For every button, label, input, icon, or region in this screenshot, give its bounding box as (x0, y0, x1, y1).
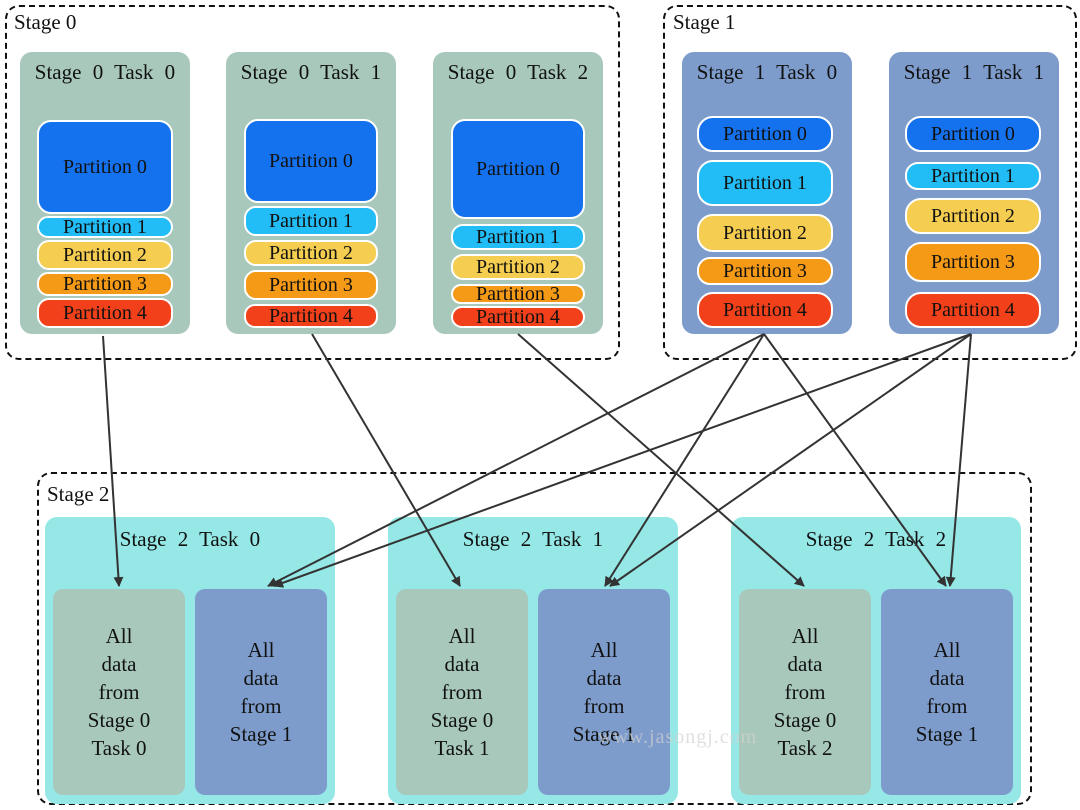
stage-0-data-box: All data from Stage 0 Task 1 (396, 589, 528, 795)
stage-2-label: Stage 2 (47, 482, 110, 506)
partition-3: Partition 3 (697, 257, 833, 285)
text-line: Task 0 (91, 736, 147, 760)
partition-2: Partition 2 (451, 254, 585, 280)
text-line: Stage 1 (229, 722, 293, 746)
partition-3: Partition 3 (905, 242, 1041, 282)
stage-0-task-2: Stage 0 Task 2 Partition 0 Partition 1 P… (433, 52, 603, 334)
partition-1: Partition 1 (451, 224, 585, 250)
stage-2-task-0: Stage 2 Task 0 All data from Stage 0 Tas… (45, 517, 335, 804)
text-line: from (441, 680, 483, 704)
text-line: All (105, 624, 133, 648)
text-line: data (444, 652, 480, 676)
text-line: All (590, 638, 618, 662)
task-title: Stage 2 Task 0 (119, 527, 261, 551)
stage-1-task-0: Stage 1 Task 0 Partition 0 Partition 1 P… (682, 52, 852, 334)
partition-4: Partition 4 (697, 292, 833, 328)
partition-1: Partition 1 (697, 160, 833, 206)
partition-2: Partition 2 (905, 198, 1041, 234)
stage-1-data-box: All data from Stage 1 (881, 589, 1013, 795)
task-title: Stage 1 Task 1 (903, 60, 1045, 84)
task-title: Stage 0 Task 0 (34, 60, 176, 84)
partition-4: Partition 4 (244, 304, 378, 328)
text-line: from (583, 694, 625, 718)
text-line: All (933, 638, 961, 662)
partition-0: Partition 0 (37, 120, 173, 214)
partition-0: Partition 0 (697, 116, 833, 152)
text-line: Stage 1 (915, 722, 979, 746)
text-line: data (243, 666, 279, 690)
partition-3: Partition 3 (244, 270, 378, 300)
stage-0-data-box: All data from Stage 0 Task 0 (53, 589, 185, 795)
text-line: data (101, 652, 137, 676)
text-line: Task 2 (777, 736, 833, 760)
stage-0-data-box: All data from Stage 0 Task 2 (739, 589, 871, 795)
text-line: Stage 1 (572, 722, 636, 746)
text-line: Stage 0 (430, 708, 494, 732)
stage-1-label: Stage 1 (673, 10, 736, 34)
task-title: Stage 1 Task 0 (696, 60, 838, 84)
task-title: Stage 0 Task 2 (447, 60, 589, 84)
partition-0: Partition 0 (451, 119, 585, 219)
partition-4: Partition 4 (37, 298, 173, 328)
text-line: data (929, 666, 965, 690)
text-line: from (240, 694, 282, 718)
stage-0-task-0: Stage 0 Task 0 Partition 0 Partition 1 P… (20, 52, 190, 334)
text-line: from (926, 694, 968, 718)
text-line: Task 1 (434, 736, 490, 760)
partition-1: Partition 1 (244, 206, 378, 236)
partition-0: Partition 0 (905, 116, 1041, 152)
text-line: data (586, 666, 622, 690)
text-line: from (98, 680, 140, 704)
text-line: from (784, 680, 826, 704)
partition-2: Partition 2 (37, 240, 173, 270)
task-title: Stage 0 Task 1 (240, 60, 382, 84)
stage-2-task-1: Stage 2 Task 1 All data from Stage 0 Tas… (388, 517, 678, 804)
partition-2: Partition 2 (244, 240, 378, 266)
stage-1-data-box: All data from Stage 1 (538, 589, 670, 795)
task-title: Stage 2 Task 2 (805, 527, 947, 551)
partition-2: Partition 2 (697, 214, 833, 252)
stage-1-task-1: Stage 1 Task 1 Partition 0 Partition 1 P… (889, 52, 1059, 334)
stage-1-data-box: All data from Stage 1 (195, 589, 327, 795)
task-title: Stage 2 Task 1 (462, 527, 604, 551)
partition-0: Partition 0 (244, 119, 378, 203)
stage-2-task-2: Stage 2 Task 2 All data from Stage 0 Tas… (731, 517, 1021, 804)
stage-0-task-1: Stage 0 Task 1 Partition 0 Partition 1 P… (226, 52, 396, 334)
text-line: Stage 0 (87, 708, 151, 732)
partition-3: Partition 3 (37, 272, 173, 296)
partition-4: Partition 4 (905, 292, 1041, 328)
watermark: www.jasongj.com (598, 726, 758, 748)
text-line: All (448, 624, 476, 648)
text-line: All (791, 624, 819, 648)
partition-4: Partition 4 (451, 306, 585, 328)
text-line: data (787, 652, 823, 676)
partition-1: Partition 1 (905, 162, 1041, 190)
text-line: All (247, 638, 275, 662)
stage-0-label: Stage 0 (14, 10, 77, 34)
partition-1: Partition 1 (37, 216, 173, 238)
text-line: Stage 0 (773, 708, 837, 732)
partition-3: Partition 3 (451, 283, 585, 305)
